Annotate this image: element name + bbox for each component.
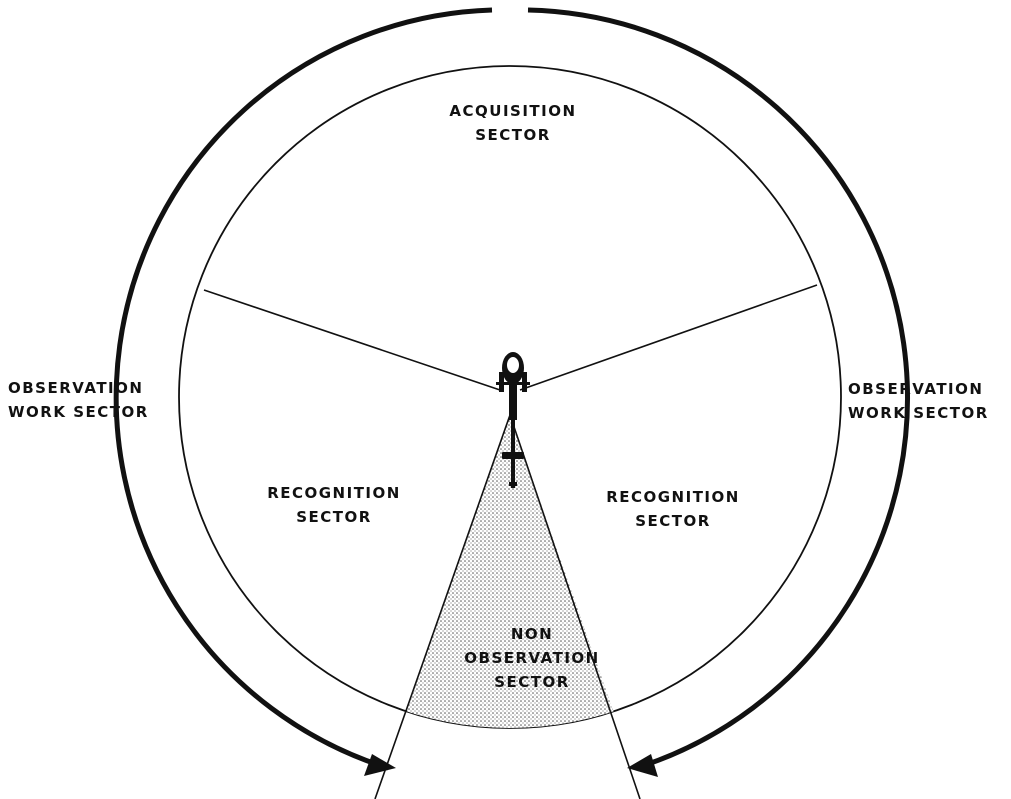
non-observation-line-3: SECTOR xyxy=(462,670,602,694)
observation-right-line-2: WORK SECTOR xyxy=(848,401,1008,425)
divider-right xyxy=(520,285,817,390)
recognition-left-line-1: RECOGNITION xyxy=(249,481,419,505)
acquisition-line-1: ACQUISITION xyxy=(438,99,588,123)
recognition-left-line-2: SECTOR xyxy=(249,505,419,529)
observation-work-sector-label-right: OBSERVATION WORK SECTOR xyxy=(848,377,1008,425)
recognition-sector-label-left: RECOGNITION SECTOR xyxy=(249,481,419,529)
observation-left-line-1: OBSERVATION xyxy=(8,376,188,400)
observation-left-line-2: WORK SECTOR xyxy=(8,400,188,424)
observation-work-sector-label-left: OBSERVATION WORK SECTOR xyxy=(8,376,188,424)
recognition-right-line-1: RECOGNITION xyxy=(588,485,758,509)
non-observation-line-1: NON xyxy=(462,622,602,646)
acquisition-sector-label: ACQUISITION SECTOR xyxy=(438,99,588,147)
non-observation-sector-label: NON OBSERVATION SECTOR xyxy=(462,622,602,694)
acquisition-line-2: SECTOR xyxy=(438,123,588,147)
divider-left xyxy=(204,290,500,390)
observation-right-line-1: OBSERVATION xyxy=(848,377,1008,401)
non-observation-line-2: OBSERVATION xyxy=(462,646,602,670)
recognition-sector-label-right: RECOGNITION SECTOR xyxy=(588,485,758,533)
arrowhead-left xyxy=(364,754,396,776)
recognition-right-line-2: SECTOR xyxy=(588,509,758,533)
